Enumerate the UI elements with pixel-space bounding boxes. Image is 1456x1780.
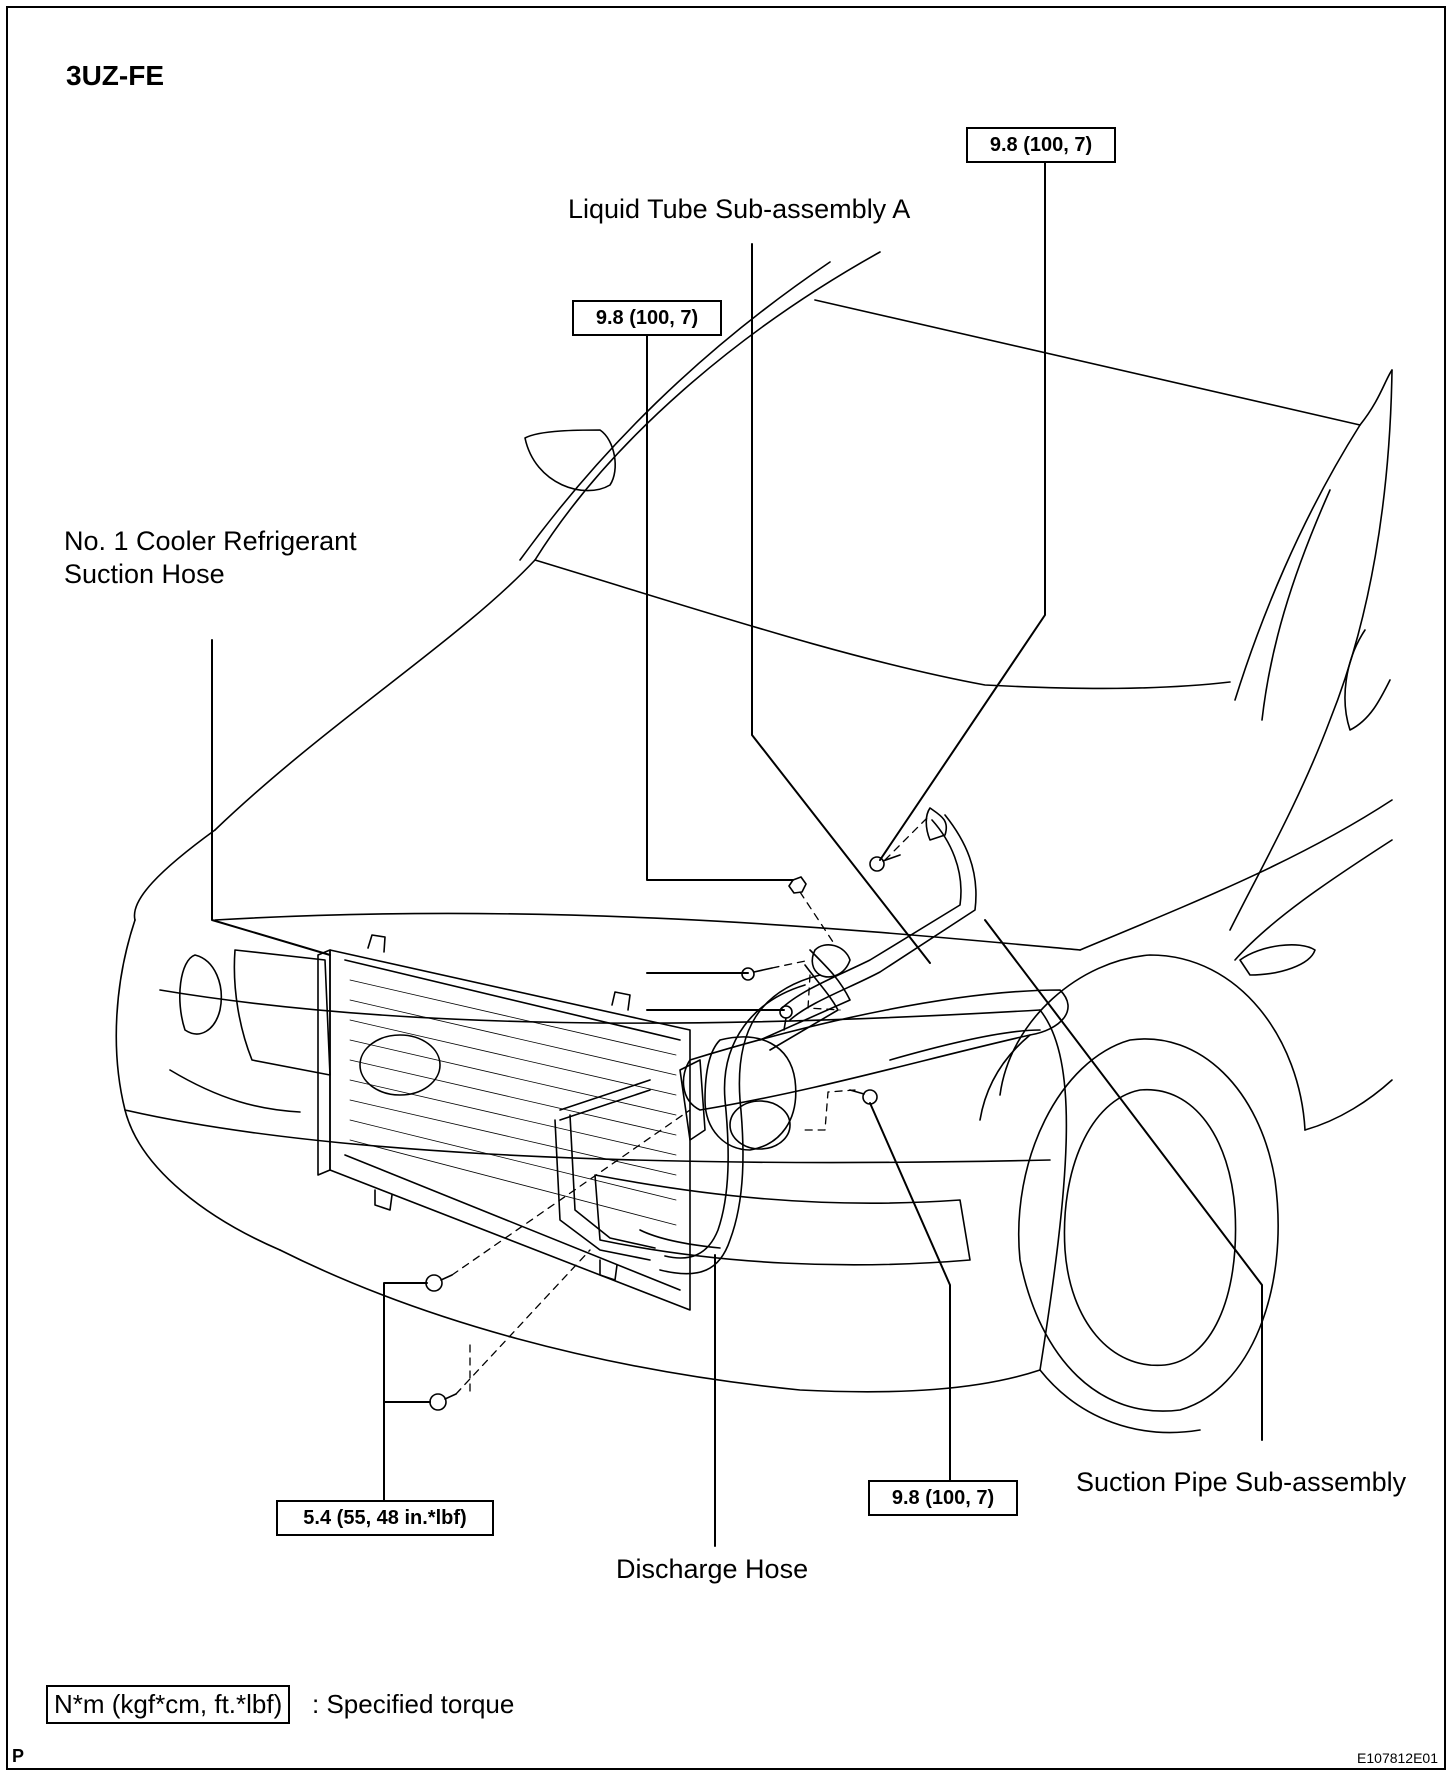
bolt-right [849,1089,878,1105]
suction-pipe-label: Suction Pipe Sub-assembly [1076,1467,1407,1497]
diagram-frame [6,6,1446,1770]
condenser [317,934,691,1311]
bolt-lower-2 [429,1393,457,1411]
torque-box-bottom-left: 5.4 (55, 48 in.*lbf) [276,1500,494,1536]
suction-hose-label-line1: No. 1 Cooler Refrigerant [64,526,357,556]
torque-box-bottom-right: 9.8 (100, 7) [868,1480,1018,1516]
car-body-outline [115,251,1393,1434]
refrigerant-lines [554,807,977,1275]
discharge-hose-label: Discharge Hose [616,1554,809,1584]
liquid-tube-label: Liquid Tube Sub-assembly A [568,194,911,224]
legend-text: : Specified torque [312,1689,515,1719]
bolt-upper-right [869,854,901,872]
dashed-guides [451,814,931,1396]
bolt-center [779,1005,793,1031]
torque-box-top-right: 9.8 (100, 7) [966,127,1116,163]
figure-code: E107812E01 [1357,1750,1438,1766]
suction-hose-label-line2: Suction Hose [64,559,225,589]
legend-unit-box: N*m (kgf*cm, ft.*lbf) [46,1685,291,1724]
corner-letter: P [12,1746,25,1766]
leader-lines [211,161,1263,1547]
engine-model-title: 3UZ-FE [66,60,164,91]
torque-box-top-middle: 9.8 (100, 7) [572,300,722,336]
fasteners [425,854,901,1411]
bolt-lower-1 [425,1274,453,1292]
nut-top [788,876,807,894]
